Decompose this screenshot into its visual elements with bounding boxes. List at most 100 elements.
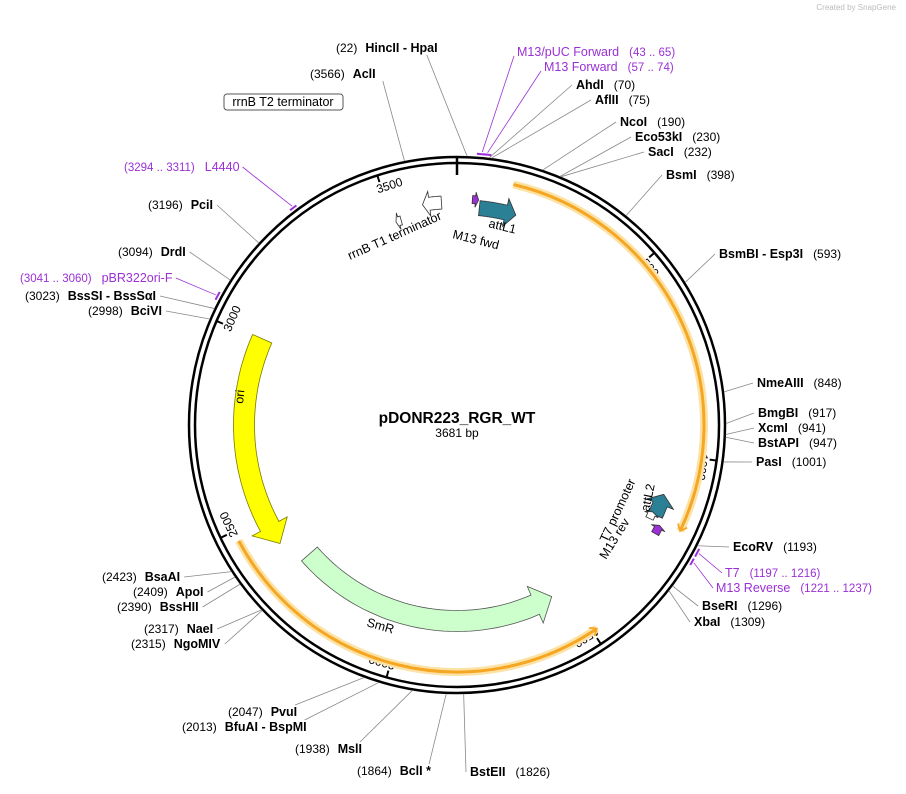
site-position: (593) <box>813 247 841 261</box>
site-position: (2409) <box>133 585 168 599</box>
site-name: HincII <box>365 41 399 55</box>
primer-leader-line <box>487 70 542 153</box>
site-label-bseri: BseRI(1296) <box>702 599 782 613</box>
site-leader-line <box>723 382 754 393</box>
primer-leader-line <box>698 553 723 574</box>
site-label-bmgbi: BmgBI(917) <box>758 406 836 420</box>
site-name: BssHII <box>160 600 199 614</box>
restriction-sites: (22)HincII - HpaI(3566)AclIAhdI(70)AflII… <box>25 41 842 779</box>
site-position: (848) <box>814 376 842 390</box>
site-apoi: (2409)ApoI <box>133 576 236 599</box>
site-name: BstEII <box>470 765 505 779</box>
site-bcivi: (2998)BciVI <box>88 304 210 320</box>
primer-range: (1197 .. 1216) <box>750 568 821 580</box>
site-drdi: (3094)DrdI <box>118 245 231 281</box>
site-leader-line <box>382 80 405 162</box>
site-xbai: XbaI(1309) <box>668 590 765 629</box>
attl1-feature <box>478 197 517 228</box>
site-bsssi: (3023)BssSI - BssSαI <box>25 289 215 309</box>
orf-highlight-1-arrowhead <box>677 523 688 533</box>
site-position: (2317) <box>144 622 179 636</box>
site-position: (1938) <box>295 742 330 756</box>
site-leader-line <box>304 682 380 721</box>
primer-mark <box>289 204 297 211</box>
site-label-acli: (3566)AclI <box>310 67 376 81</box>
attl1-label: attL1 <box>487 216 517 236</box>
primer-pbr322ori-f: (3041 .. 3060)pBR322ori-F <box>20 271 221 301</box>
site-bmgbi: BmgBI(917) <box>725 406 836 424</box>
site-leader-line <box>428 693 447 765</box>
site-pvui: (2047)PvuI <box>228 677 365 719</box>
primer-mark <box>483 153 492 157</box>
site-leader-line <box>697 545 730 548</box>
site-leader-line <box>159 295 215 309</box>
site-name: NaeI <box>187 622 213 636</box>
site-leader-line <box>684 253 716 283</box>
site-label-bsmbi: BsmBI - Esp3I(593) <box>719 247 841 261</box>
site-name-2: - BssSαI <box>102 289 156 303</box>
site-name: NgoMIV <box>174 637 221 651</box>
site-leader-line <box>426 54 468 157</box>
site-position: (1864) <box>357 764 392 778</box>
primer-label-m13-puc-forward: M13/pUC Forward(43 .. 65) <box>517 45 675 59</box>
site-leader-line <box>216 609 262 630</box>
primer-range: (57 .. 74) <box>628 62 674 74</box>
site-leader-line <box>559 136 632 177</box>
primer-name: L4440 <box>205 160 240 174</box>
feature-labels: pDONR223_RGR_WT 3681 bp rrnB T2 terminat… <box>223 93 658 637</box>
primer-m13-forward: M13 Forward(57 .. 74) <box>483 60 674 157</box>
site-name: XcmI <box>758 421 788 435</box>
site-label-apoi: (2409)ApoI <box>133 585 203 599</box>
backbone-inner-circle <box>193 161 721 689</box>
site-leader-line <box>165 310 210 320</box>
site-ncoi: NcoI(190) <box>542 115 685 171</box>
site-leader-line <box>668 590 691 623</box>
site-label-naei: (2317) NaeI <box>144 622 213 636</box>
primer-mark <box>214 291 221 301</box>
rrnb-t2-feature <box>395 212 403 230</box>
t7-promoter-feature <box>644 510 659 521</box>
rrnb-t2-label: rrnB T2 terminator <box>232 95 333 109</box>
site-label-hincii: (22)HincII - HpaI <box>336 41 438 55</box>
site-leader-line <box>491 99 592 159</box>
m13-fwd-feature <box>471 192 480 208</box>
site-position: (398) <box>707 168 735 182</box>
site-name-2: - BspMI <box>258 720 307 734</box>
site-position: (1193) <box>783 540 817 554</box>
plasmid-size: 3681 bp <box>435 426 479 440</box>
site-label-bsteii: BstEII(1826) <box>470 765 550 779</box>
site-name: MslI <box>338 742 362 756</box>
site-bfuai: (2013)BfuAI - BspMI <box>182 682 380 734</box>
site-name: AclI <box>353 67 376 81</box>
site-label-bsshii: (2390) BssHII <box>117 600 199 614</box>
primer-leader-line <box>481 55 515 153</box>
site-position: (2390) <box>117 600 152 614</box>
smr-feature <box>300 546 553 632</box>
site-label-pvui: (2047)PvuI <box>228 705 297 719</box>
site-name: BstAPI <box>758 436 799 450</box>
site-hincii: (22)HincII - HpaI <box>336 41 468 157</box>
primer-range: (43 .. 65) <box>629 47 675 59</box>
site-position: (941) <box>798 421 826 435</box>
site-label-bsmi: BsmI(398) <box>666 168 735 182</box>
site-pasi: PasI (1001) <box>723 455 826 469</box>
site-position: (70) <box>614 78 635 92</box>
primer-leader-line <box>175 277 216 296</box>
site-name: PasI <box>756 455 782 469</box>
site-label-ncoi: NcoI(190) <box>620 115 685 129</box>
primer-range: (3294 .. 3311) <box>124 162 195 174</box>
primer-label-t7: T7(1197 .. 1216) <box>725 566 821 580</box>
site-leader-line <box>463 693 467 773</box>
site-leader-line <box>672 585 699 607</box>
site-name: BclI * <box>400 764 431 778</box>
feature-group <box>233 180 708 676</box>
primer-label-m13-reverse: M13 Reverse(1221 .. 1237) <box>716 581 872 595</box>
site-leader-line <box>189 251 231 281</box>
primer-m13-reverse: M13 Reverse(1221 .. 1237) <box>689 558 872 595</box>
site-position: (1001) <box>792 455 827 469</box>
primer-t7: T7(1197 .. 1216) <box>694 548 821 580</box>
site-name-2: - HpaI <box>399 41 437 55</box>
primer-group: M13/pUC Forward(43 .. 65)M13 Forward(57 … <box>20 45 872 595</box>
site-label-bfuai: (2013)BfuAI - BspMI <box>182 720 307 734</box>
